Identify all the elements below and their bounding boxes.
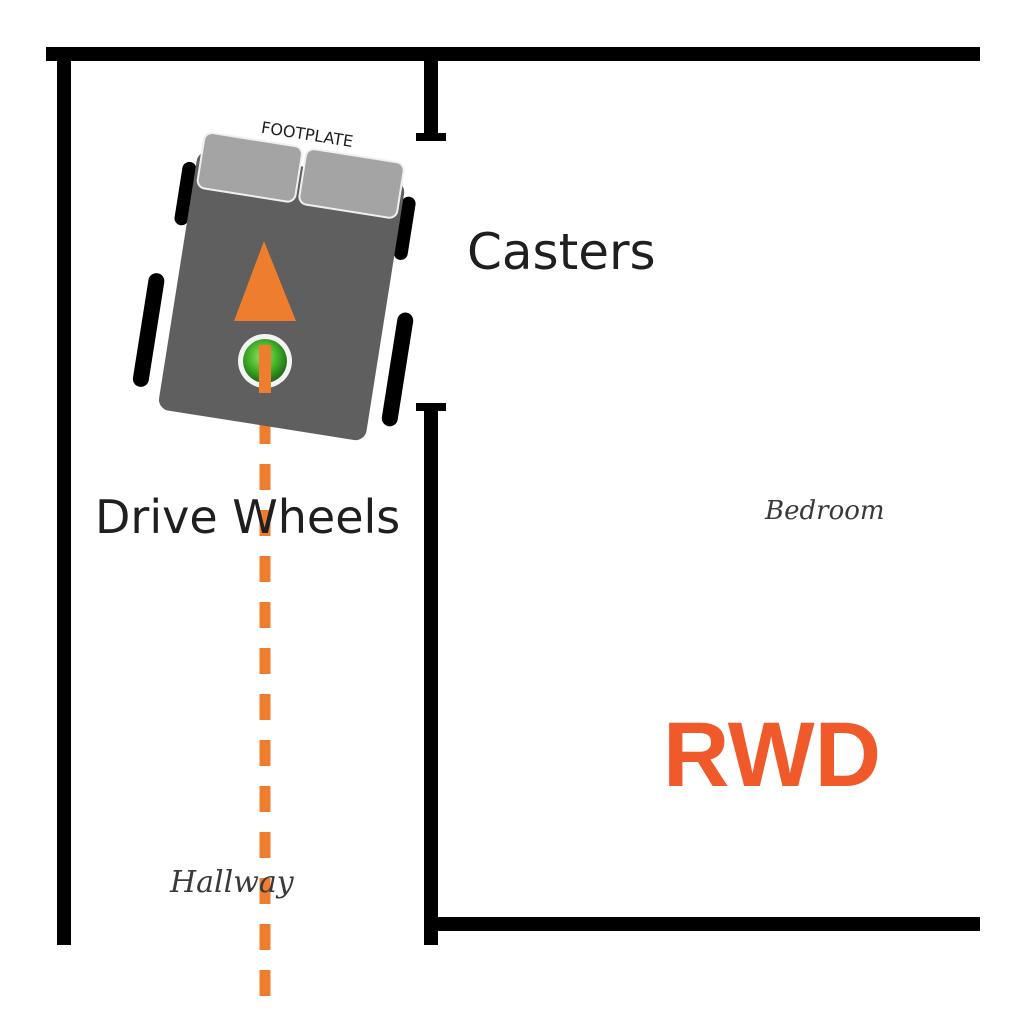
drive-wheels-label: Drive Wheels xyxy=(95,490,400,544)
casters-label: Casters xyxy=(467,223,656,281)
hallway-label: Hallway xyxy=(169,865,295,900)
rear-right-wheel xyxy=(381,312,414,427)
door-stops xyxy=(416,133,446,411)
walls xyxy=(46,47,980,945)
rear-left-wheel xyxy=(132,273,165,387)
footplate-right xyxy=(298,148,405,219)
footplate-left xyxy=(196,132,303,203)
drive-type-label: RWD xyxy=(663,704,881,806)
front-right-caster xyxy=(393,196,416,261)
bedroom-label: Bedroom xyxy=(764,496,885,526)
wheelchair: FOOTPLATE xyxy=(132,118,416,441)
pivot-point-icon xyxy=(238,334,292,393)
front-left-caster xyxy=(174,161,197,226)
arrow-up-icon xyxy=(234,241,296,321)
